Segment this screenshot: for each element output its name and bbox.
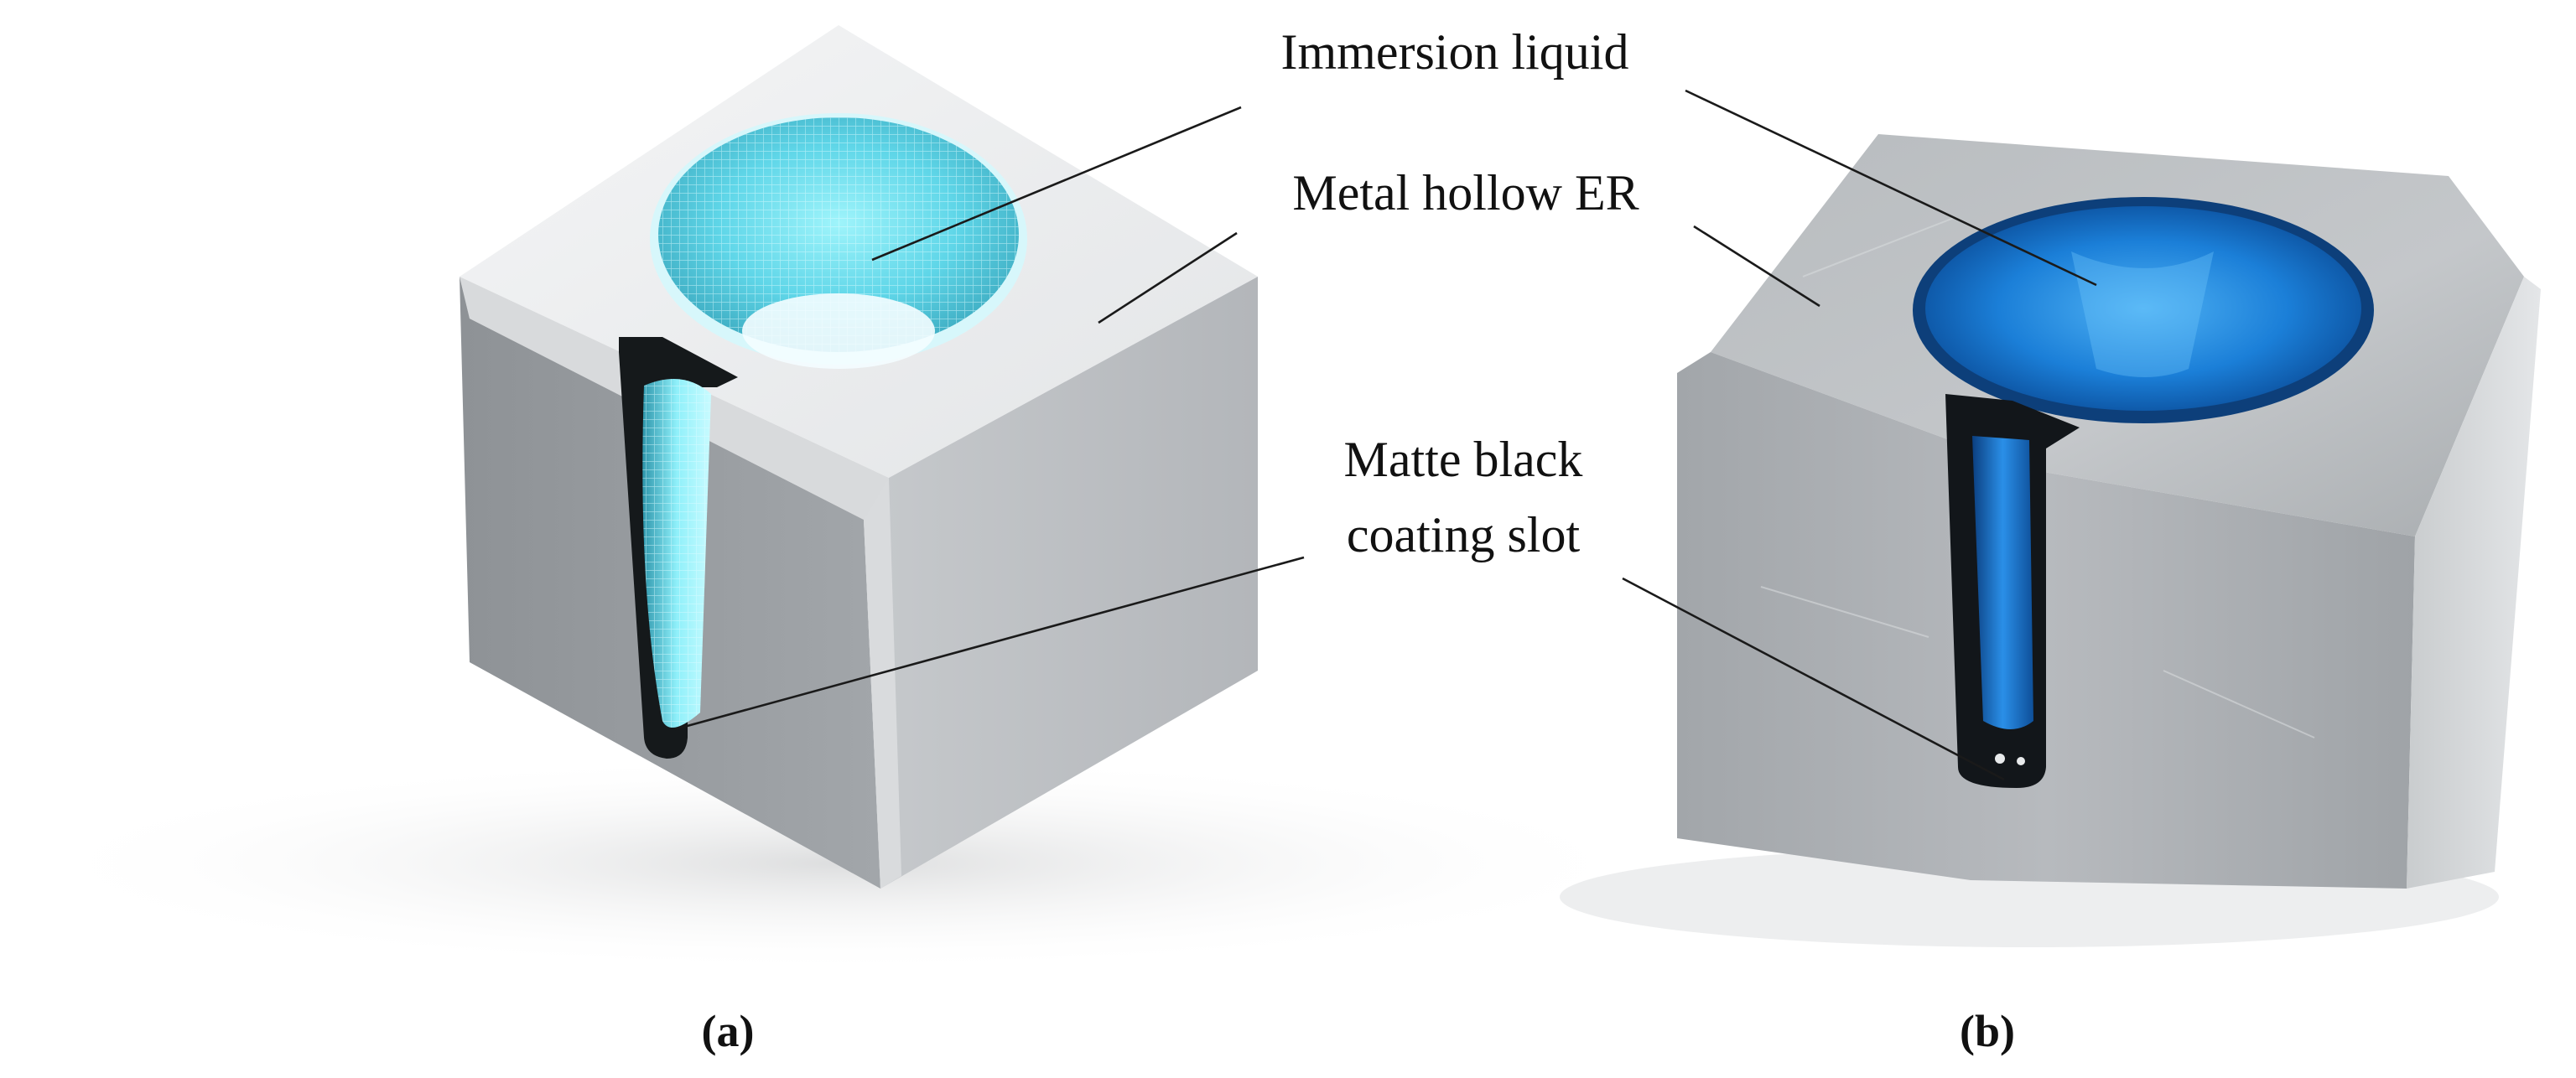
- label-immersion-liquid: Immersion liquid: [1281, 24, 1629, 80]
- photo-liquid-reflection: [2071, 251, 2214, 377]
- photo-liquid-surface: [1925, 206, 2361, 411]
- render-liquid-grid: [658, 117, 1019, 352]
- photo-slot-dot-2: [2017, 757, 2025, 765]
- leader-lines: [674, 89, 2097, 781]
- photo-slot-liquid: [1972, 436, 2033, 729]
- leader-immersion-to-photo: [1685, 89, 2097, 287]
- photo-er-prototype: [1560, 134, 2541, 947]
- label-metal-hollow-er: Metal hollow ER: [1292, 165, 1639, 220]
- leader-metal-to-render: [1098, 231, 1238, 324]
- photo-slot-dot-1: [1995, 754, 2005, 764]
- leader-metal-to-photo: [1693, 225, 1820, 308]
- render-right-face: [864, 277, 1258, 889]
- label-matte-black-line2: coating slot: [1347, 507, 1581, 562]
- caption-a: (a): [702, 1006, 755, 1056]
- panel-captions: (a) (b): [702, 1006, 2015, 1056]
- leader-slot-to-render: [674, 556, 1305, 731]
- callout-labels: Immersion liquid Metal hollow ER Matte b…: [1281, 24, 1639, 562]
- leader-slot-to-photo: [1622, 577, 2005, 781]
- render-slot-liquid-grid: [642, 379, 711, 728]
- photo-side-face: [2407, 277, 2541, 889]
- label-matte-black-line1: Matte black: [1344, 432, 1583, 487]
- caption-b: (b): [1960, 1006, 2015, 1056]
- render-front-edge: [864, 478, 901, 889]
- render-cavity-bottom-highlight: [742, 293, 935, 369]
- leader-immersion-to-render: [871, 106, 1242, 262]
- render-er-model: [17, 25, 1660, 972]
